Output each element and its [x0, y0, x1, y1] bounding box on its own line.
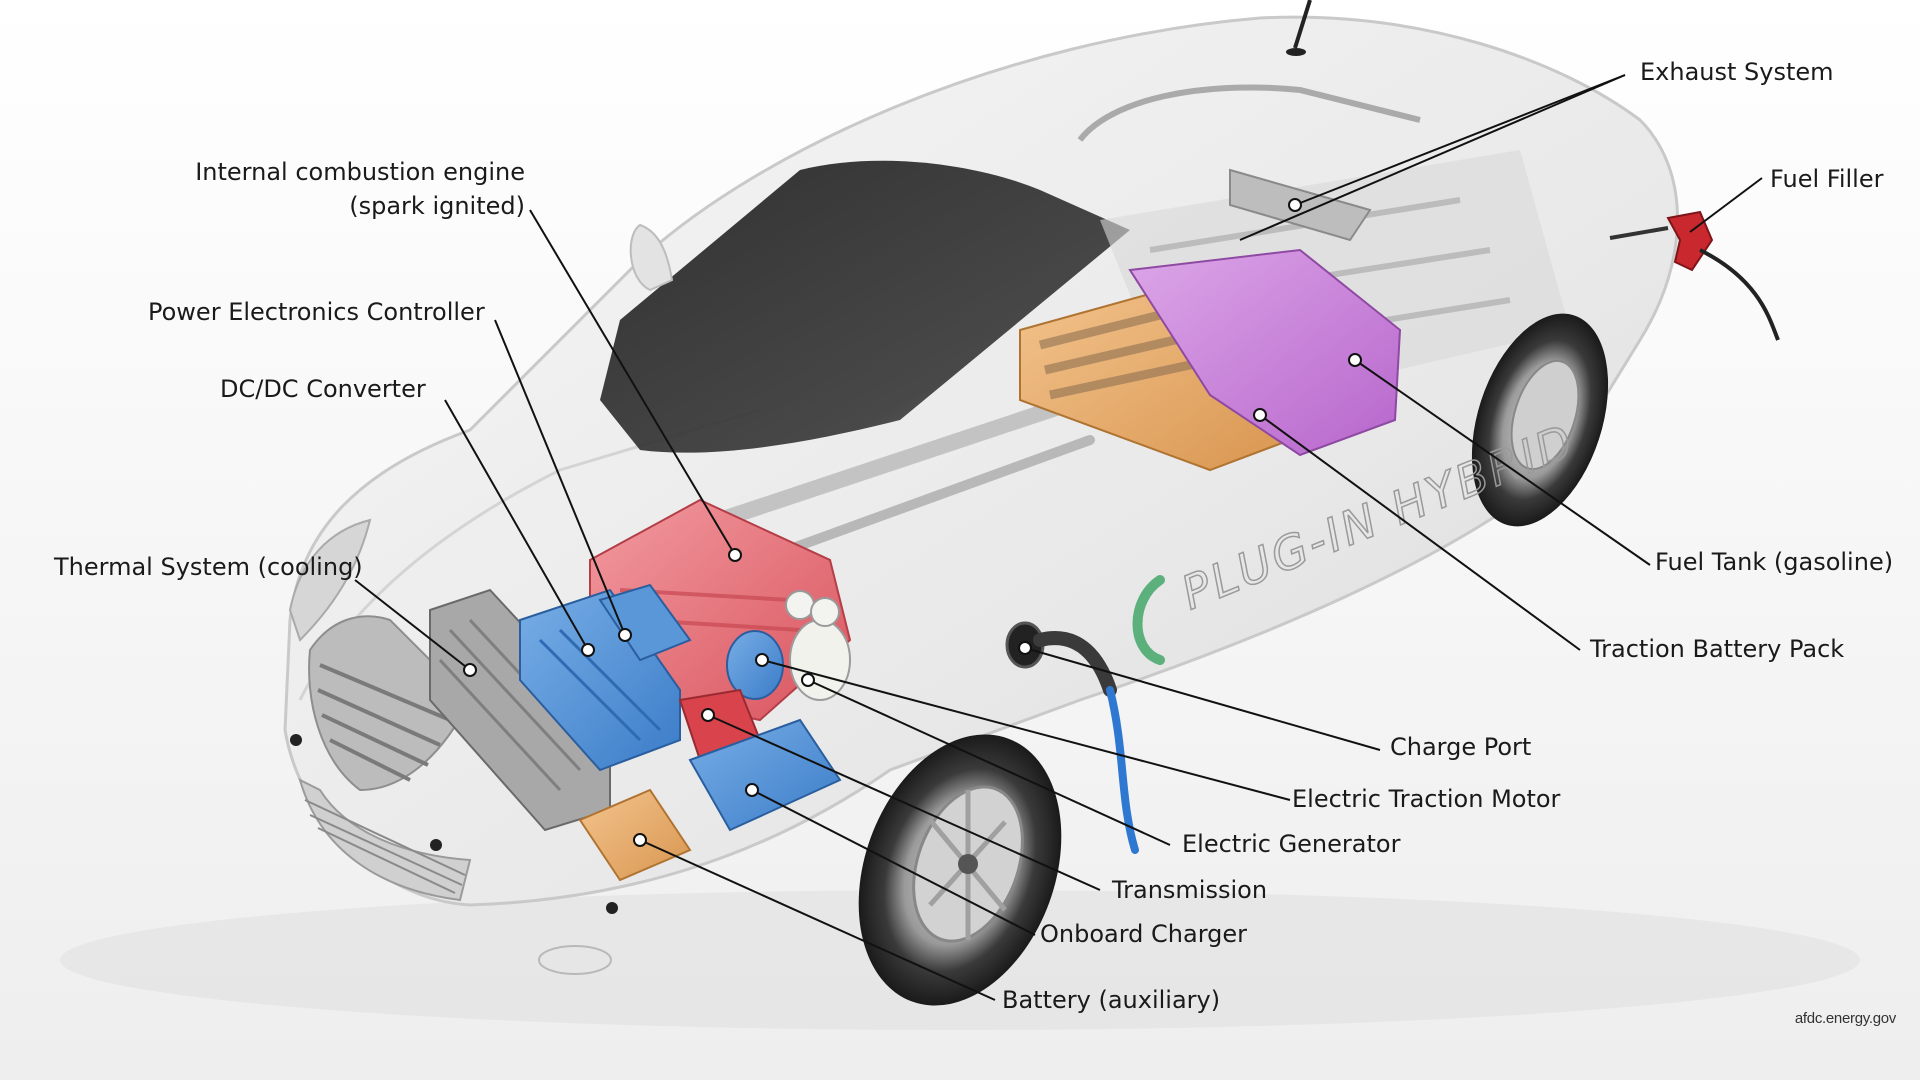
- leader-thermal: [354, 579, 471, 671]
- leader-generator: [807, 679, 1171, 846]
- label-ice-engine-line1: Internal combustion engine: [195, 158, 525, 186]
- leader-traction-motor: [761, 659, 1291, 801]
- leader-dcdc: [444, 399, 589, 651]
- aux-battery-box: [578, 788, 692, 882]
- label-dcdc: DC/DC Converter: [220, 375, 426, 403]
- leader-fuel-tank: [1354, 359, 1651, 566]
- fuel-nozzle: [1609, 210, 1780, 341]
- leader-exhaust-2: [1239, 74, 1626, 241]
- onboard-charger-box: [688, 718, 842, 832]
- label-power-electronics: Power Electronics Controller: [148, 298, 485, 326]
- components: [429, 210, 1780, 882]
- label-fuel-filler: Fuel Filler: [1770, 165, 1884, 193]
- leader-onboard-charger: [751, 789, 1036, 936]
- label-onboard-charger: Onboard Charger: [1040, 920, 1248, 948]
- fuel-tank: [1128, 248, 1402, 457]
- label-generator: Electric Generator: [1182, 830, 1401, 858]
- leader-aux-battery: [639, 839, 996, 1001]
- leader-fuel-filler: [1689, 177, 1763, 233]
- label-transmission: Transmission: [1112, 876, 1268, 904]
- label-charge-port: Charge Port: [1390, 733, 1532, 761]
- leader-dots: [463, 198, 1362, 847]
- leader-power-electronics: [494, 319, 626, 636]
- leader-charge-port: [1024, 647, 1381, 751]
- leader-transmission: [707, 714, 1101, 891]
- label-traction-battery: Traction Battery Pack: [1590, 635, 1845, 663]
- leader-exhaust: [1294, 74, 1626, 206]
- source-credit: afdc.energy.gov: [1794, 1010, 1896, 1027]
- label-ice-engine-line2: (spark ignited): [349, 192, 525, 220]
- leader-ice-engine: [529, 209, 736, 556]
- label-exhaust: Exhaust System: [1640, 58, 1834, 86]
- windshield: [600, 160, 1130, 453]
- leader-traction-battery: [1259, 414, 1581, 651]
- label-thermal: Thermal System (cooling): [54, 553, 363, 581]
- leader-lines: [354, 74, 1763, 1001]
- front-wheel: [858, 734, 1062, 1006]
- rear-wheel: [1471, 313, 1609, 527]
- label-ice-engine: Internal combustion engine (spark ignite…: [195, 155, 525, 223]
- label-aux-battery: Battery (auxiliary): [1002, 986, 1221, 1014]
- label-fuel-tank: Fuel Tank (gasoline): [1655, 548, 1894, 576]
- label-traction-motor: Electric Traction Motor: [1292, 785, 1561, 813]
